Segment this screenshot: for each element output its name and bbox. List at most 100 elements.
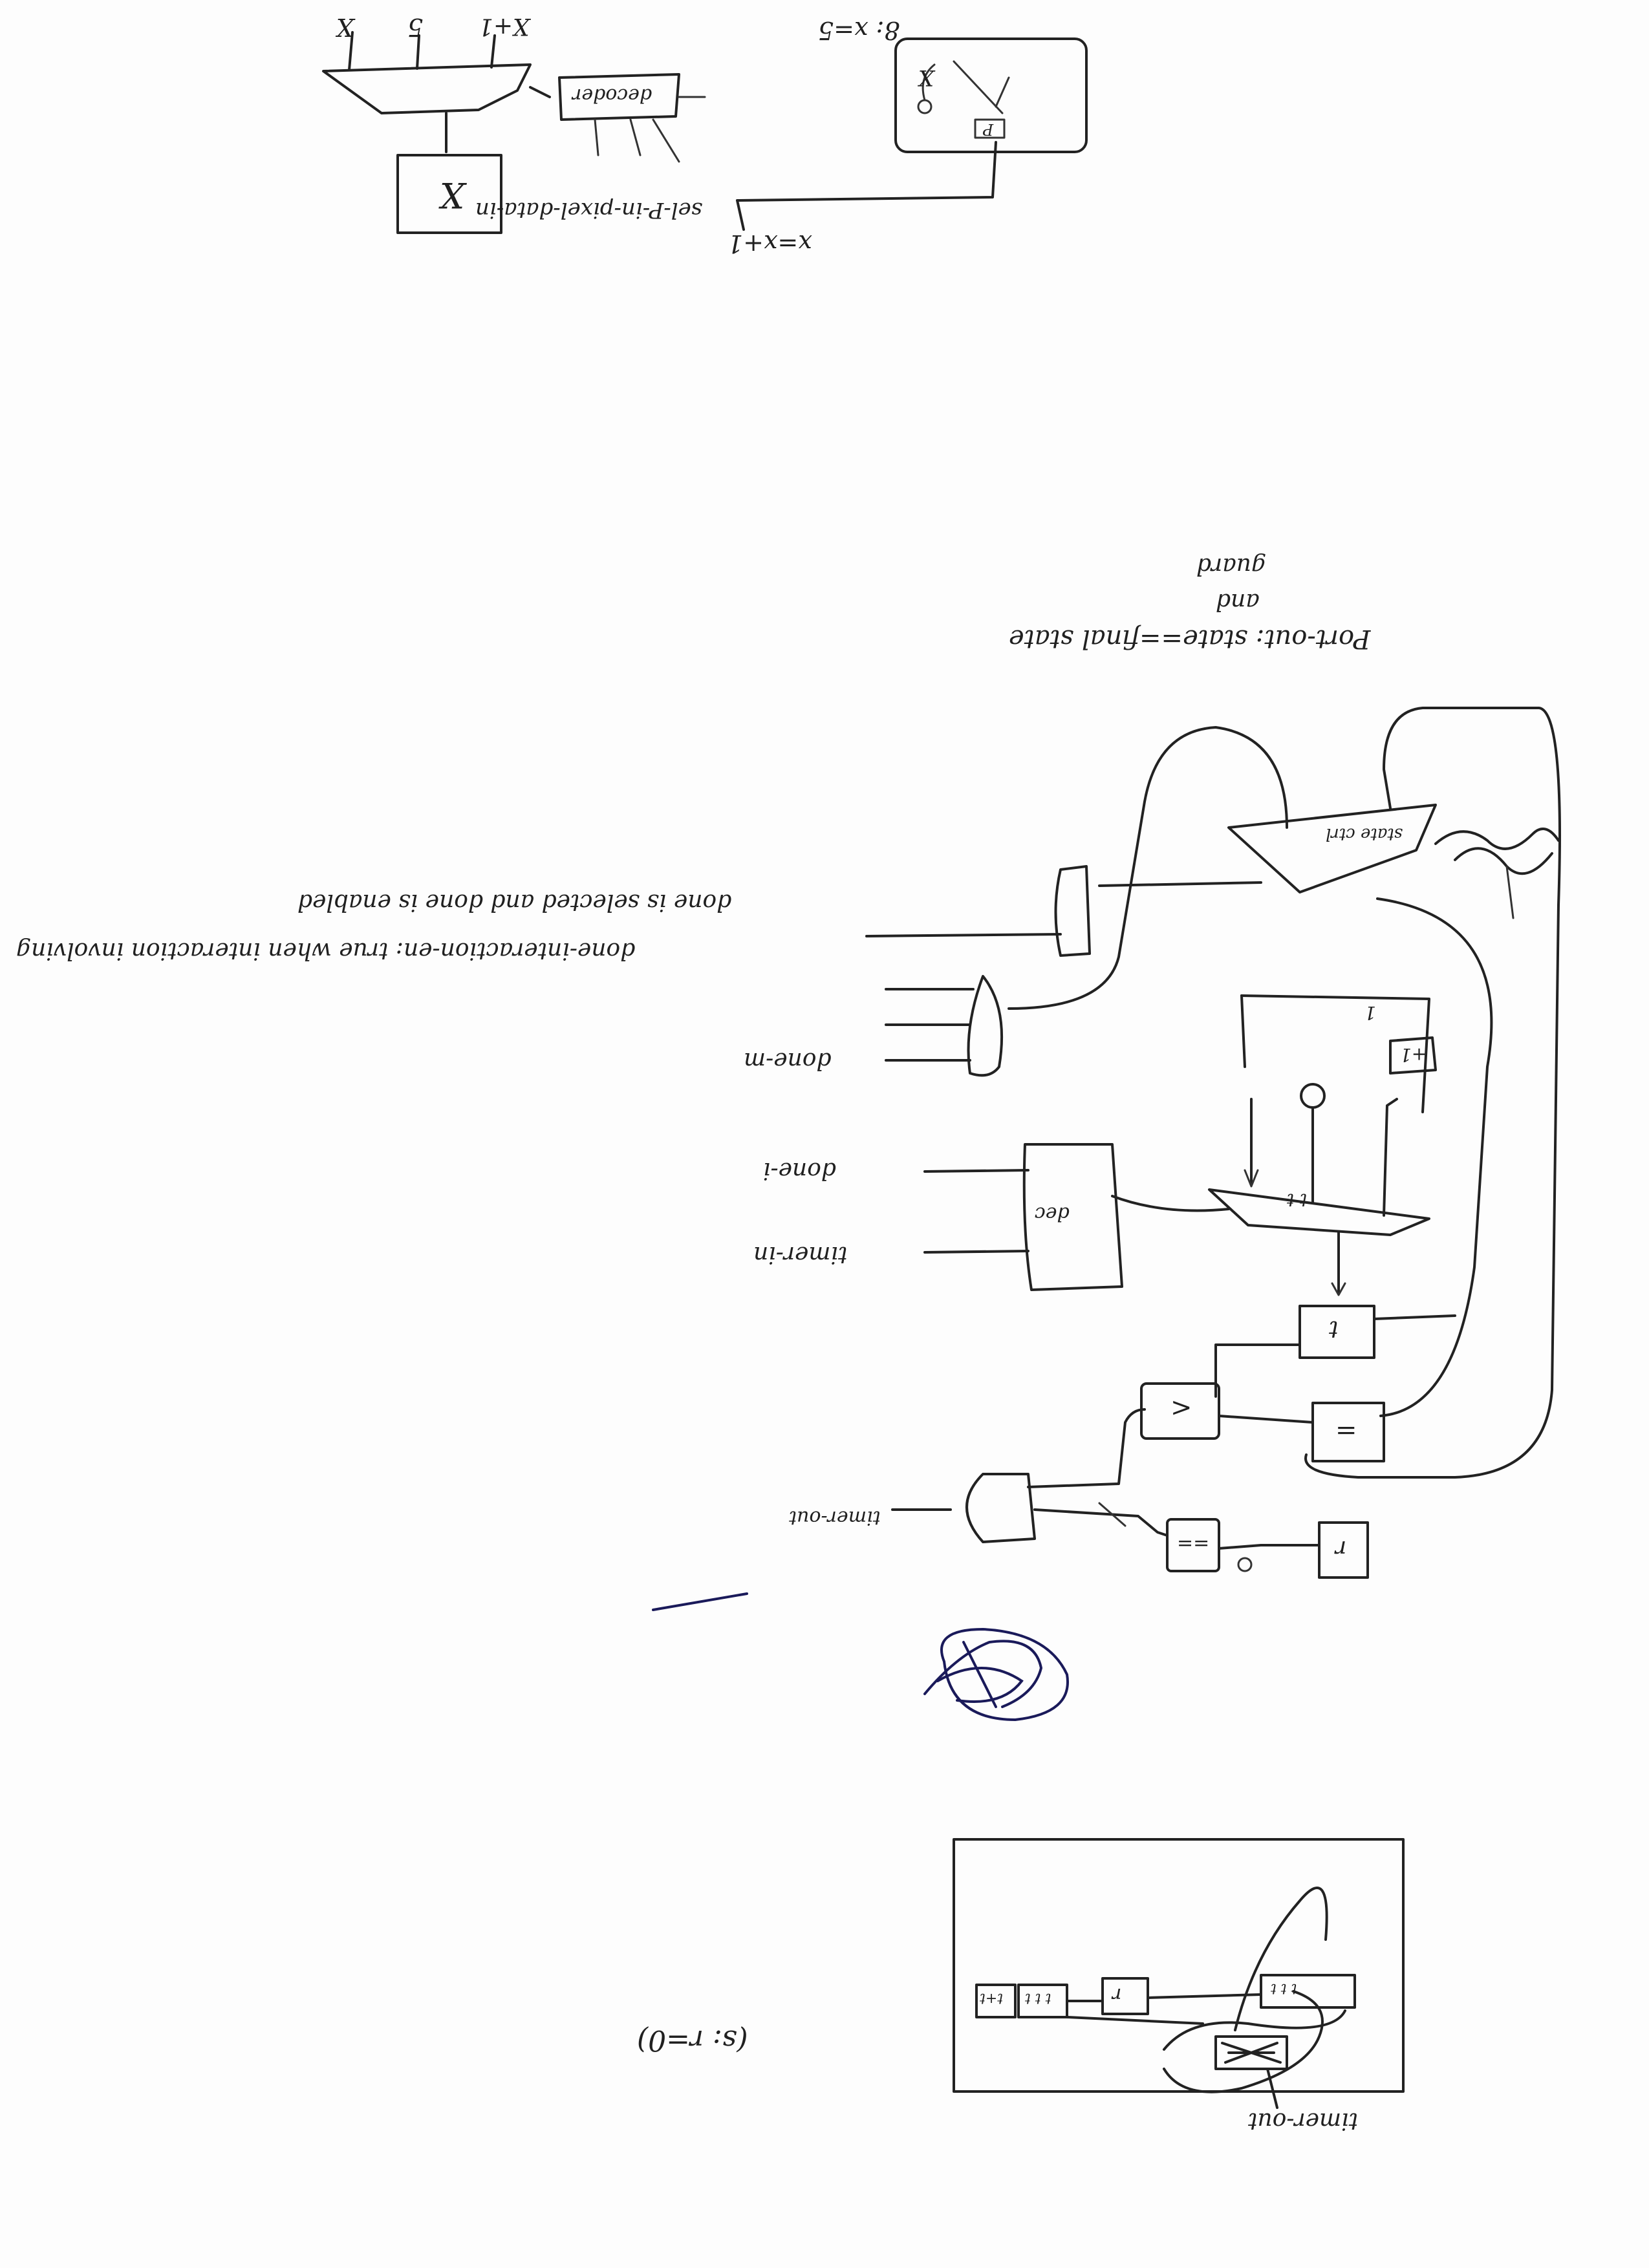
top-input-x1: X+1 [479, 13, 530, 39]
main-done-interaction-wire [865, 933, 1062, 937]
main-timer-in-wire [923, 1250, 1029, 1254]
top-fsm-arc-b [953, 60, 1004, 114]
top-mux-input-x1 [490, 34, 496, 69]
main-done-i-wire [923, 1169, 1029, 1173]
main-mid-mux [1208, 1188, 1430, 1236]
top-fsm-arc-c [995, 76, 1010, 108]
top-cond-label: 8: x=5 [818, 16, 900, 45]
done-i-label: done-i [763, 1157, 836, 1184]
top-input-5: 5 [407, 13, 424, 41]
main-top-mux [1227, 804, 1437, 893]
top-decoder-line-b [629, 118, 641, 156]
bottom-out-line [1266, 2068, 1278, 2109]
note-line-3: guard [1196, 553, 1266, 579]
top-fsm-p: P [983, 120, 994, 138]
main-neq-box [1311, 1402, 1385, 1462]
done-interaction-label-2: done is selected and done is enabled [297, 889, 732, 915]
main-top-mux-label: state ctrl [1326, 824, 1403, 844]
bottom-loop-2 [1163, 2009, 1346, 2051]
main-feedback-loop-outer [1304, 707, 1561, 1479]
main-reg-t-out [1373, 1314, 1456, 1320]
scribble-blob [923, 1627, 1069, 1722]
top-decoder-line-c [652, 118, 680, 163]
bottom-cell-1-label: t+t [980, 1990, 1004, 2006]
note-line-2: and [1216, 588, 1260, 615]
main-plus-one-out [1383, 1098, 1398, 1217]
main-and-tick [1098, 1502, 1126, 1527]
done-m-label: done-m [744, 1047, 832, 1074]
lt-label: < [1170, 1393, 1192, 1423]
bottom-frame [953, 1838, 1405, 2093]
main-eq-in [1218, 1544, 1262, 1550]
main-mux-to-gate [1098, 881, 1262, 887]
main-top-scribble-2 [1454, 847, 1553, 875]
main-lt-to-neq [1218, 1415, 1314, 1424]
main-top-scribble-3 [1505, 865, 1514, 919]
main-and-gate [965, 1473, 1036, 1543]
bottom-cell-4-label: t t t [1271, 1980, 1297, 1996]
main-eq-comparator [1166, 1518, 1220, 1572]
main-eq-zero-const [1237, 1557, 1253, 1572]
bottom-cell-3 [1101, 1977, 1149, 2015]
top-input-x: X [336, 13, 354, 41]
stray-stroke [652, 1592, 748, 1611]
bottom-timer-out-label: timer-out [1248, 2108, 1359, 2134]
top-fsm-arc-a [921, 63, 936, 102]
bottom-cell-1 [975, 1984, 1017, 2018]
main-diagram [865, 707, 1561, 1579]
mid-mux-label: t t [1287, 1190, 1308, 1211]
bottom-state-label: (s: r=0) [637, 2024, 748, 2057]
done-interaction-label: done-interaction-en: true when interacti… [16, 937, 636, 964]
top-mux [322, 63, 532, 114]
top-fsm-small-box [974, 118, 1006, 139]
top-fsm-state-a [917, 99, 932, 114]
bottom-link-b [1147, 1993, 1262, 1999]
bottom-box [953, 1838, 1405, 2109]
top-mux-input-5 [416, 34, 420, 70]
bottom-cell-2-label: t t t [1025, 1990, 1051, 2006]
reg-t-label: t [1329, 1316, 1339, 1342]
dec-label: dec [1035, 1203, 1070, 1225]
timer-out-label: timer-out [789, 1506, 881, 1529]
top-register-label: X [440, 175, 465, 215]
top-decoder-line-a [594, 118, 599, 156]
top-mux-input-x [348, 31, 354, 71]
eq0-label: == [1177, 1532, 1210, 1555]
main-lt-comparator [1140, 1382, 1220, 1440]
main-top-loop-left [1008, 726, 1288, 1010]
bottom-loop-3 [1234, 1887, 1328, 2031]
top-assign-label: x=x+1 [727, 230, 812, 258]
main-lt-to-and [1027, 1408, 1146, 1488]
main-mid-top-frame [1240, 994, 1430, 1113]
main-or-gate [967, 975, 1004, 1077]
reg-r-label: r [1335, 1535, 1347, 1562]
main-mid-top-left [1240, 994, 1246, 1068]
bottom-cell-3-label: r [1112, 1984, 1122, 2006]
bottom-center-hatch [1221, 2042, 1282, 2064]
top-decoder-box [558, 73, 680, 121]
neq-label: = [1335, 1416, 1357, 1446]
top-x-register [396, 154, 502, 234]
plus-one-label: +1 [1400, 1044, 1427, 1065]
main-dec-to-mux [1111, 1195, 1230, 1212]
main-eq-to-and [1033, 1508, 1169, 1537]
top-fsm-x: X [918, 65, 934, 91]
timer-in-label: timer-in [753, 1241, 848, 1268]
main-feedback-loop-inner [1376, 897, 1493, 1417]
top-fsm-link [736, 141, 997, 231]
main-reg-t [1299, 1305, 1375, 1359]
main-reg-t-down [1214, 1343, 1301, 1398]
bottom-cell-4 [1260, 1974, 1356, 2009]
bottom-link-c [1066, 2016, 1204, 2025]
note-line-1: Port-out: state==final state [1009, 624, 1371, 654]
top-fsm-frame [894, 37, 1088, 153]
main-mid-arrow-left [1244, 1169, 1259, 1188]
bottom-loop-1 [1163, 1990, 1324, 2093]
top-fragment [322, 31, 1088, 234]
main-small-gate [1054, 865, 1091, 957]
main-top-scribble-1 [1434, 828, 1560, 850]
top-decoder-arrow [529, 86, 551, 98]
main-mid-mux-out-arrow [1331, 1282, 1346, 1296]
